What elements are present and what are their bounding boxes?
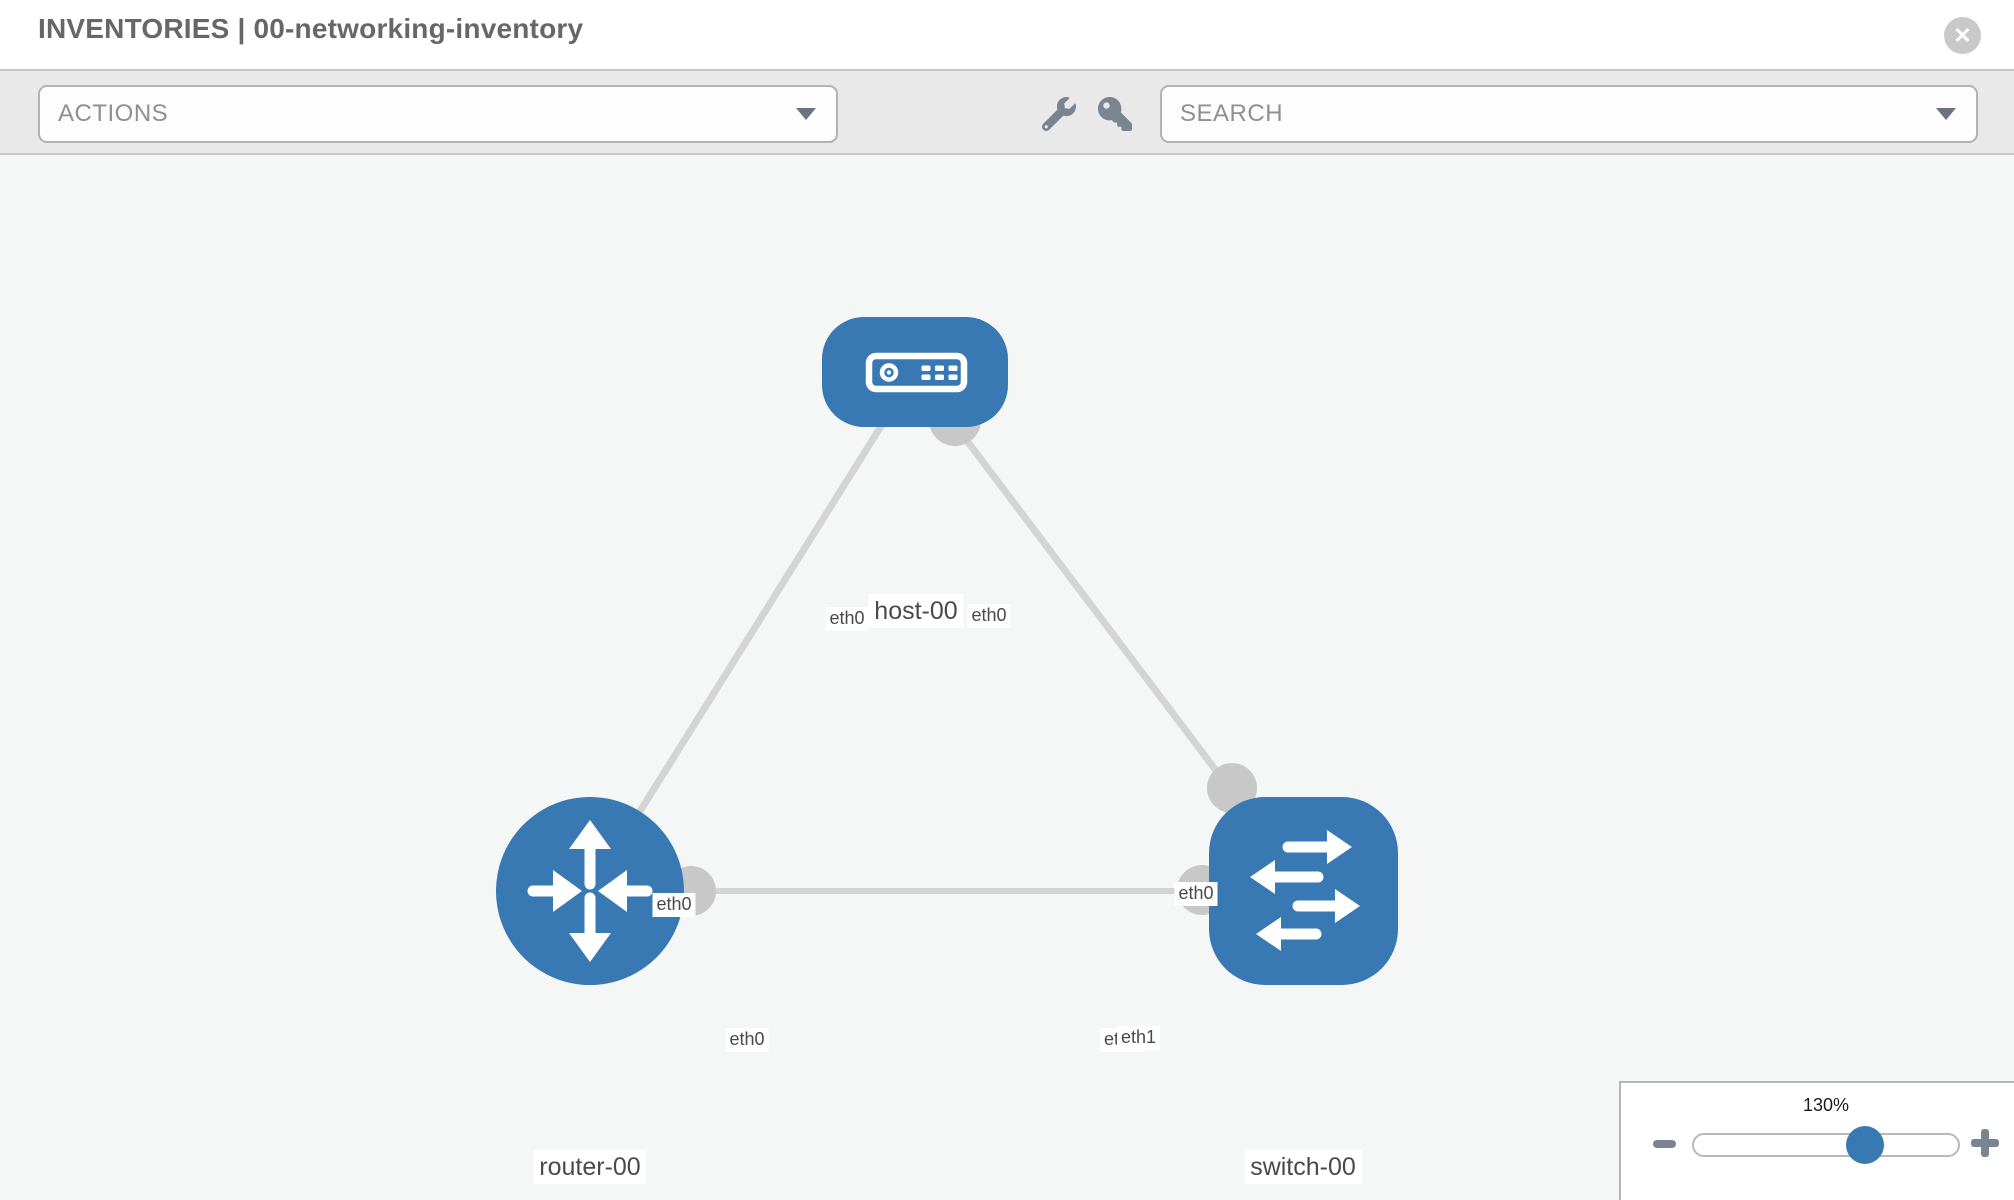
key-button[interactable]: [1098, 97, 1132, 131]
topology-graph: [496, 317, 1398, 985]
wrench-icon: [1042, 97, 1076, 131]
zoom-slider-track[interactable]: [1692, 1133, 1960, 1157]
close-button[interactable]: ✕: [1944, 17, 1981, 54]
host-icon: [865, 352, 968, 393]
zoom-level: 130%: [1802, 1095, 1850, 1115]
interface-label-link-host-router: eth0: [652, 893, 696, 917]
actions-label: ACTIONS: [58, 100, 169, 127]
zoom-out-button[interactable]: [1653, 1140, 1676, 1148]
wrench-button[interactable]: [1042, 97, 1076, 131]
switch-icon: [1250, 830, 1360, 951]
chevron-down-icon: [796, 108, 816, 120]
zoom-slider-handle[interactable]: [1846, 1126, 1884, 1164]
plus-icon: [1981, 1129, 1989, 1157]
interface-dot-switch-top: [1207, 763, 1257, 813]
interface-label-host-right: eth0: [967, 604, 1011, 628]
interface-label-link-host-switch: eth0: [1174, 882, 1218, 906]
close-icon: ✕: [1953, 23, 1972, 48]
node-label-router: router-00: [533, 1150, 647, 1184]
interface-label-switch-front: eth1: [1117, 1026, 1161, 1050]
node-host[interactable]: [822, 317, 1008, 427]
search-dropdown[interactable]: SEARCH: [1160, 85, 1978, 143]
node-label-host: host-00: [868, 594, 964, 628]
interface-label-host-left: eth0: [825, 607, 869, 631]
node-label-switch: switch-00: [1244, 1150, 1362, 1184]
node-switch[interactable]: [1209, 797, 1398, 985]
zoom-panel: 130%: [1619, 1081, 2014, 1200]
key-icon: [1098, 97, 1132, 131]
topology-canvas[interactable]: host-00 eth0 eth0 eth0 eth0 eth0 eth0 et…: [0, 155, 2014, 1200]
zoom-in-button[interactable]: [1971, 1129, 1999, 1157]
node-router[interactable]: [496, 797, 684, 985]
actions-dropdown[interactable]: ACTIONS: [38, 85, 838, 143]
page-title: INVENTORIES | 00-networking-inventory: [38, 13, 584, 44]
page-header: INVENTORIES | 00-networking-inventory ✕: [0, 0, 2014, 71]
search-placeholder: SEARCH: [1180, 100, 1284, 127]
router-icon: [527, 820, 653, 962]
chevron-down-icon: [1936, 108, 1956, 120]
interface-label-router-right: eth0: [725, 1028, 769, 1052]
toolbar: ACTIONS SEARCH: [0, 71, 2014, 155]
edge-host-router[interactable]: [586, 368, 919, 895]
